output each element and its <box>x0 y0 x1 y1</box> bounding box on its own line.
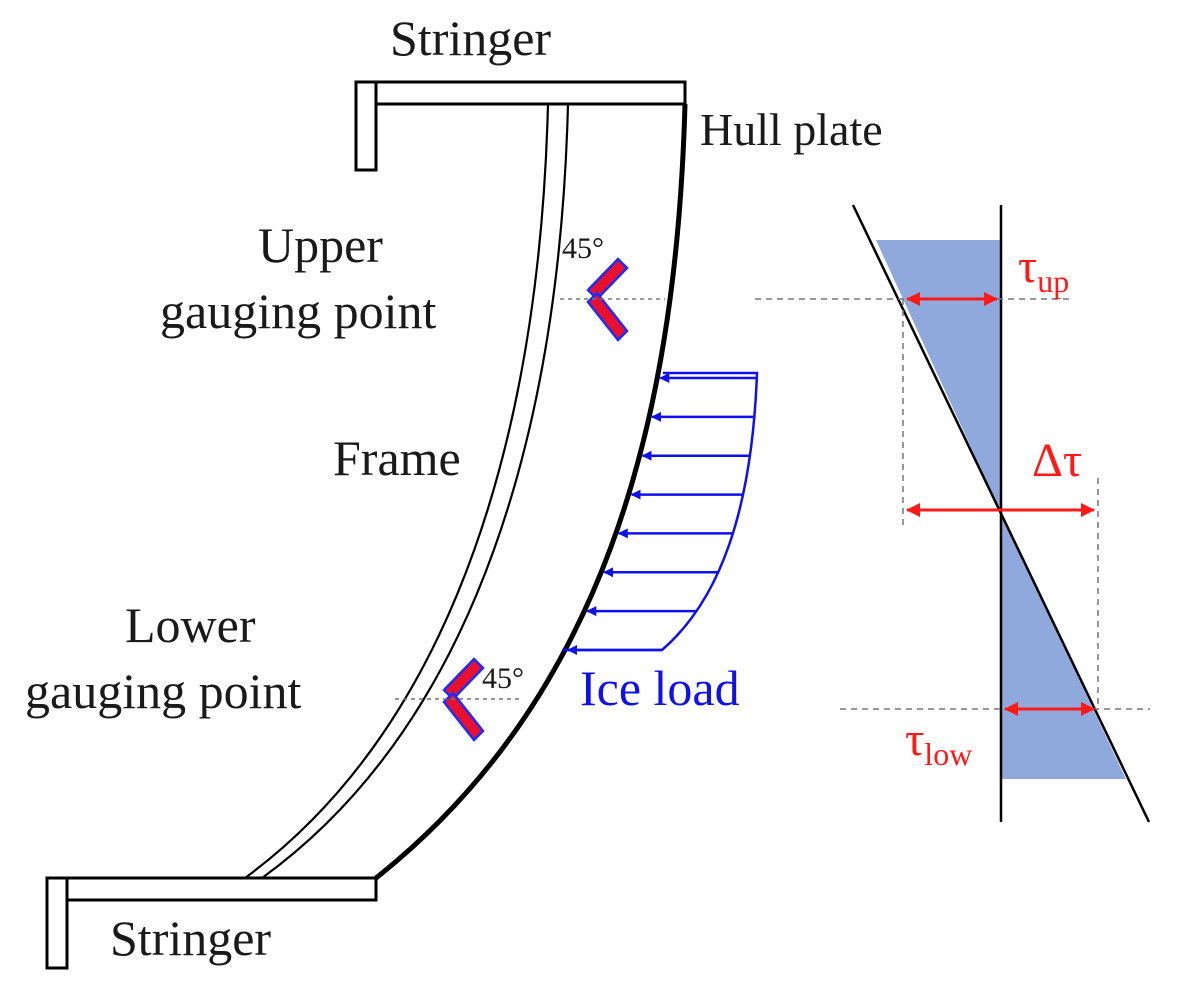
bottom-stringer <box>45 876 378 970</box>
label-angle-upper: 45° <box>562 232 604 265</box>
label-stringer-bottom: Stringer <box>110 910 271 966</box>
frame <box>244 103 570 879</box>
top-stringer-flange <box>354 80 378 172</box>
label-frame: Frame <box>333 430 461 486</box>
upper-gauge-arm-top <box>586 257 629 301</box>
label-delta-tau: Δτ <box>1032 434 1082 487</box>
label-lower-line1: Lower <box>125 597 256 653</box>
frame-flange-outer <box>244 103 550 879</box>
label-lower-line2: gauging point <box>25 663 301 719</box>
lower-gauge-arm-top <box>442 657 485 701</box>
lower-strain-gauge <box>442 657 485 742</box>
label-tau-low: τlow <box>905 713 972 772</box>
ice-load-arrows <box>567 373 757 655</box>
label-upper-line1: Upper <box>258 217 383 273</box>
ice-load-envelope <box>562 371 759 652</box>
shear-stress-diagram: τup Δτ τlow <box>755 204 1151 823</box>
frame-flange-inner <box>261 103 570 879</box>
label-tau-up: τup <box>1018 240 1069 299</box>
shear-area-upper <box>876 240 1001 513</box>
label-ice-load: Ice load <box>580 660 740 716</box>
top-stringer-web <box>374 80 687 106</box>
hull-plate <box>374 103 688 880</box>
label-angle-lower: 45° <box>482 662 524 695</box>
label-stringer-top: Stringer <box>390 10 551 66</box>
top-stringer <box>354 80 687 172</box>
tau-low-symbol: τ <box>905 713 924 766</box>
tau-low-subscript: low <box>924 736 972 772</box>
tau-up-subscript: up <box>1037 263 1069 299</box>
label-upper-line2: gauging point <box>160 283 436 339</box>
bottom-stringer-flange <box>45 876 69 970</box>
upper-gauge-arm-bottom <box>586 291 629 342</box>
ice-load <box>562 371 759 655</box>
bottom-stringer-web <box>65 876 378 902</box>
label-hull-plate: Hull plate <box>700 104 883 155</box>
tau-up-symbol: τ <box>1018 240 1037 293</box>
lower-gauge-arm-bottom <box>442 691 485 742</box>
upper-strain-gauge <box>586 257 629 342</box>
